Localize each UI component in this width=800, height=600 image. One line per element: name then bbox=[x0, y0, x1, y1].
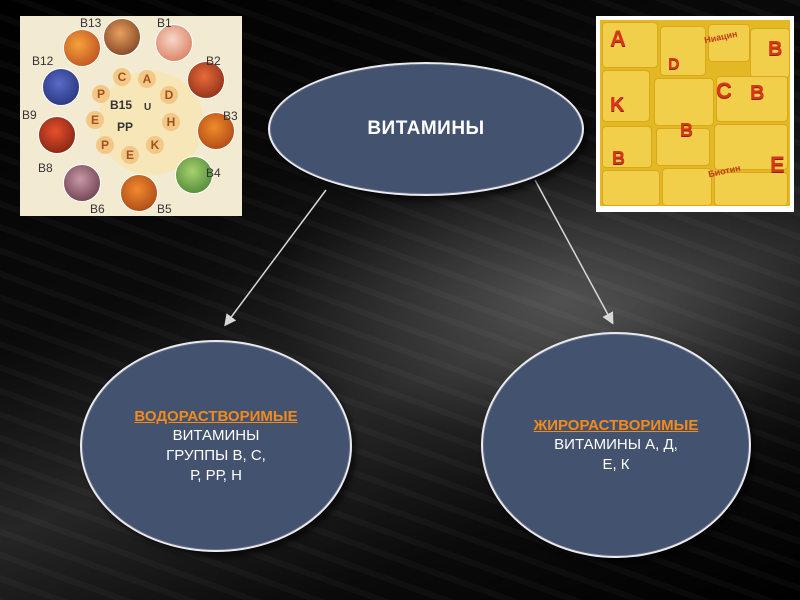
arrow-left bbox=[226, 190, 326, 324]
water-soluble-line-3: Р, РР, Н bbox=[190, 466, 242, 486]
fat-soluble-line-2: Е, К bbox=[602, 455, 629, 475]
water-soluble-heading: ВОДОРАСТВОРИМЫЕ bbox=[134, 407, 297, 426]
arrow-right bbox=[535, 180, 612, 322]
water-soluble-line-2: ГРУППЫ В, С, bbox=[166, 446, 266, 466]
vitamins-node: ВИТАМИНЫ bbox=[268, 62, 584, 196]
main-title: ВИТАМИНЫ bbox=[367, 118, 484, 140]
fat-soluble-heading: ЖИРОРАСТВОРИМЫЕ bbox=[534, 416, 699, 435]
water-soluble-line-1: ВИТАМИНЫ bbox=[173, 426, 260, 446]
water-soluble-node: ВОДОРАСТВОРИМЫЕ ВИТАМИНЫ ГРУППЫ В, С, Р,… bbox=[80, 340, 352, 552]
fat-soluble-line-1: ВИТАМИНЫ А, Д, bbox=[554, 435, 678, 455]
fat-soluble-node: ЖИРОРАСТВОРИМЫЕ ВИТАМИНЫ А, Д, Е, К bbox=[481, 332, 751, 558]
